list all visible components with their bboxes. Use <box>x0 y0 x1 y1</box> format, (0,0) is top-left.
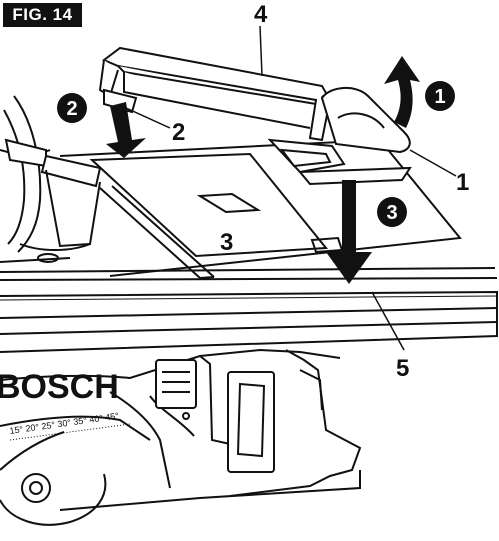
callout-4: 4 <box>254 1 268 28</box>
callout-1: 1 <box>456 169 469 196</box>
step-1-arrow <box>384 56 420 128</box>
callout-5: 5 <box>396 355 409 382</box>
table-top <box>0 138 498 353</box>
callout-3: 3 <box>220 229 233 256</box>
saw-blade <box>0 95 102 263</box>
miter-slot <box>99 185 215 279</box>
callout-2: 2 <box>172 119 185 146</box>
step-circles: 1 2 3 <box>57 81 455 227</box>
bevel-scale-ticks <box>9 423 131 441</box>
figure-label: FIG. 14 <box>3 3 82 27</box>
fence-lock-handle <box>267 87 412 186</box>
step-2-label: 2 <box>66 98 77 120</box>
leader-lines <box>125 25 457 351</box>
step-2-arrow <box>106 102 146 158</box>
brand-logo-text: BOSCH <box>0 368 119 406</box>
step-3-arrow <box>326 180 372 284</box>
saw-base <box>0 348 362 526</box>
rip-fence <box>98 46 332 142</box>
step-1-label: 1 <box>434 86 445 108</box>
bevel-scale-text: 15° 20° 25° 30° 35° 40° 45° <box>9 411 120 436</box>
step-3-label: 3 <box>386 202 397 224</box>
part-callouts: 4 2 1 3 5 <box>172 1 469 382</box>
